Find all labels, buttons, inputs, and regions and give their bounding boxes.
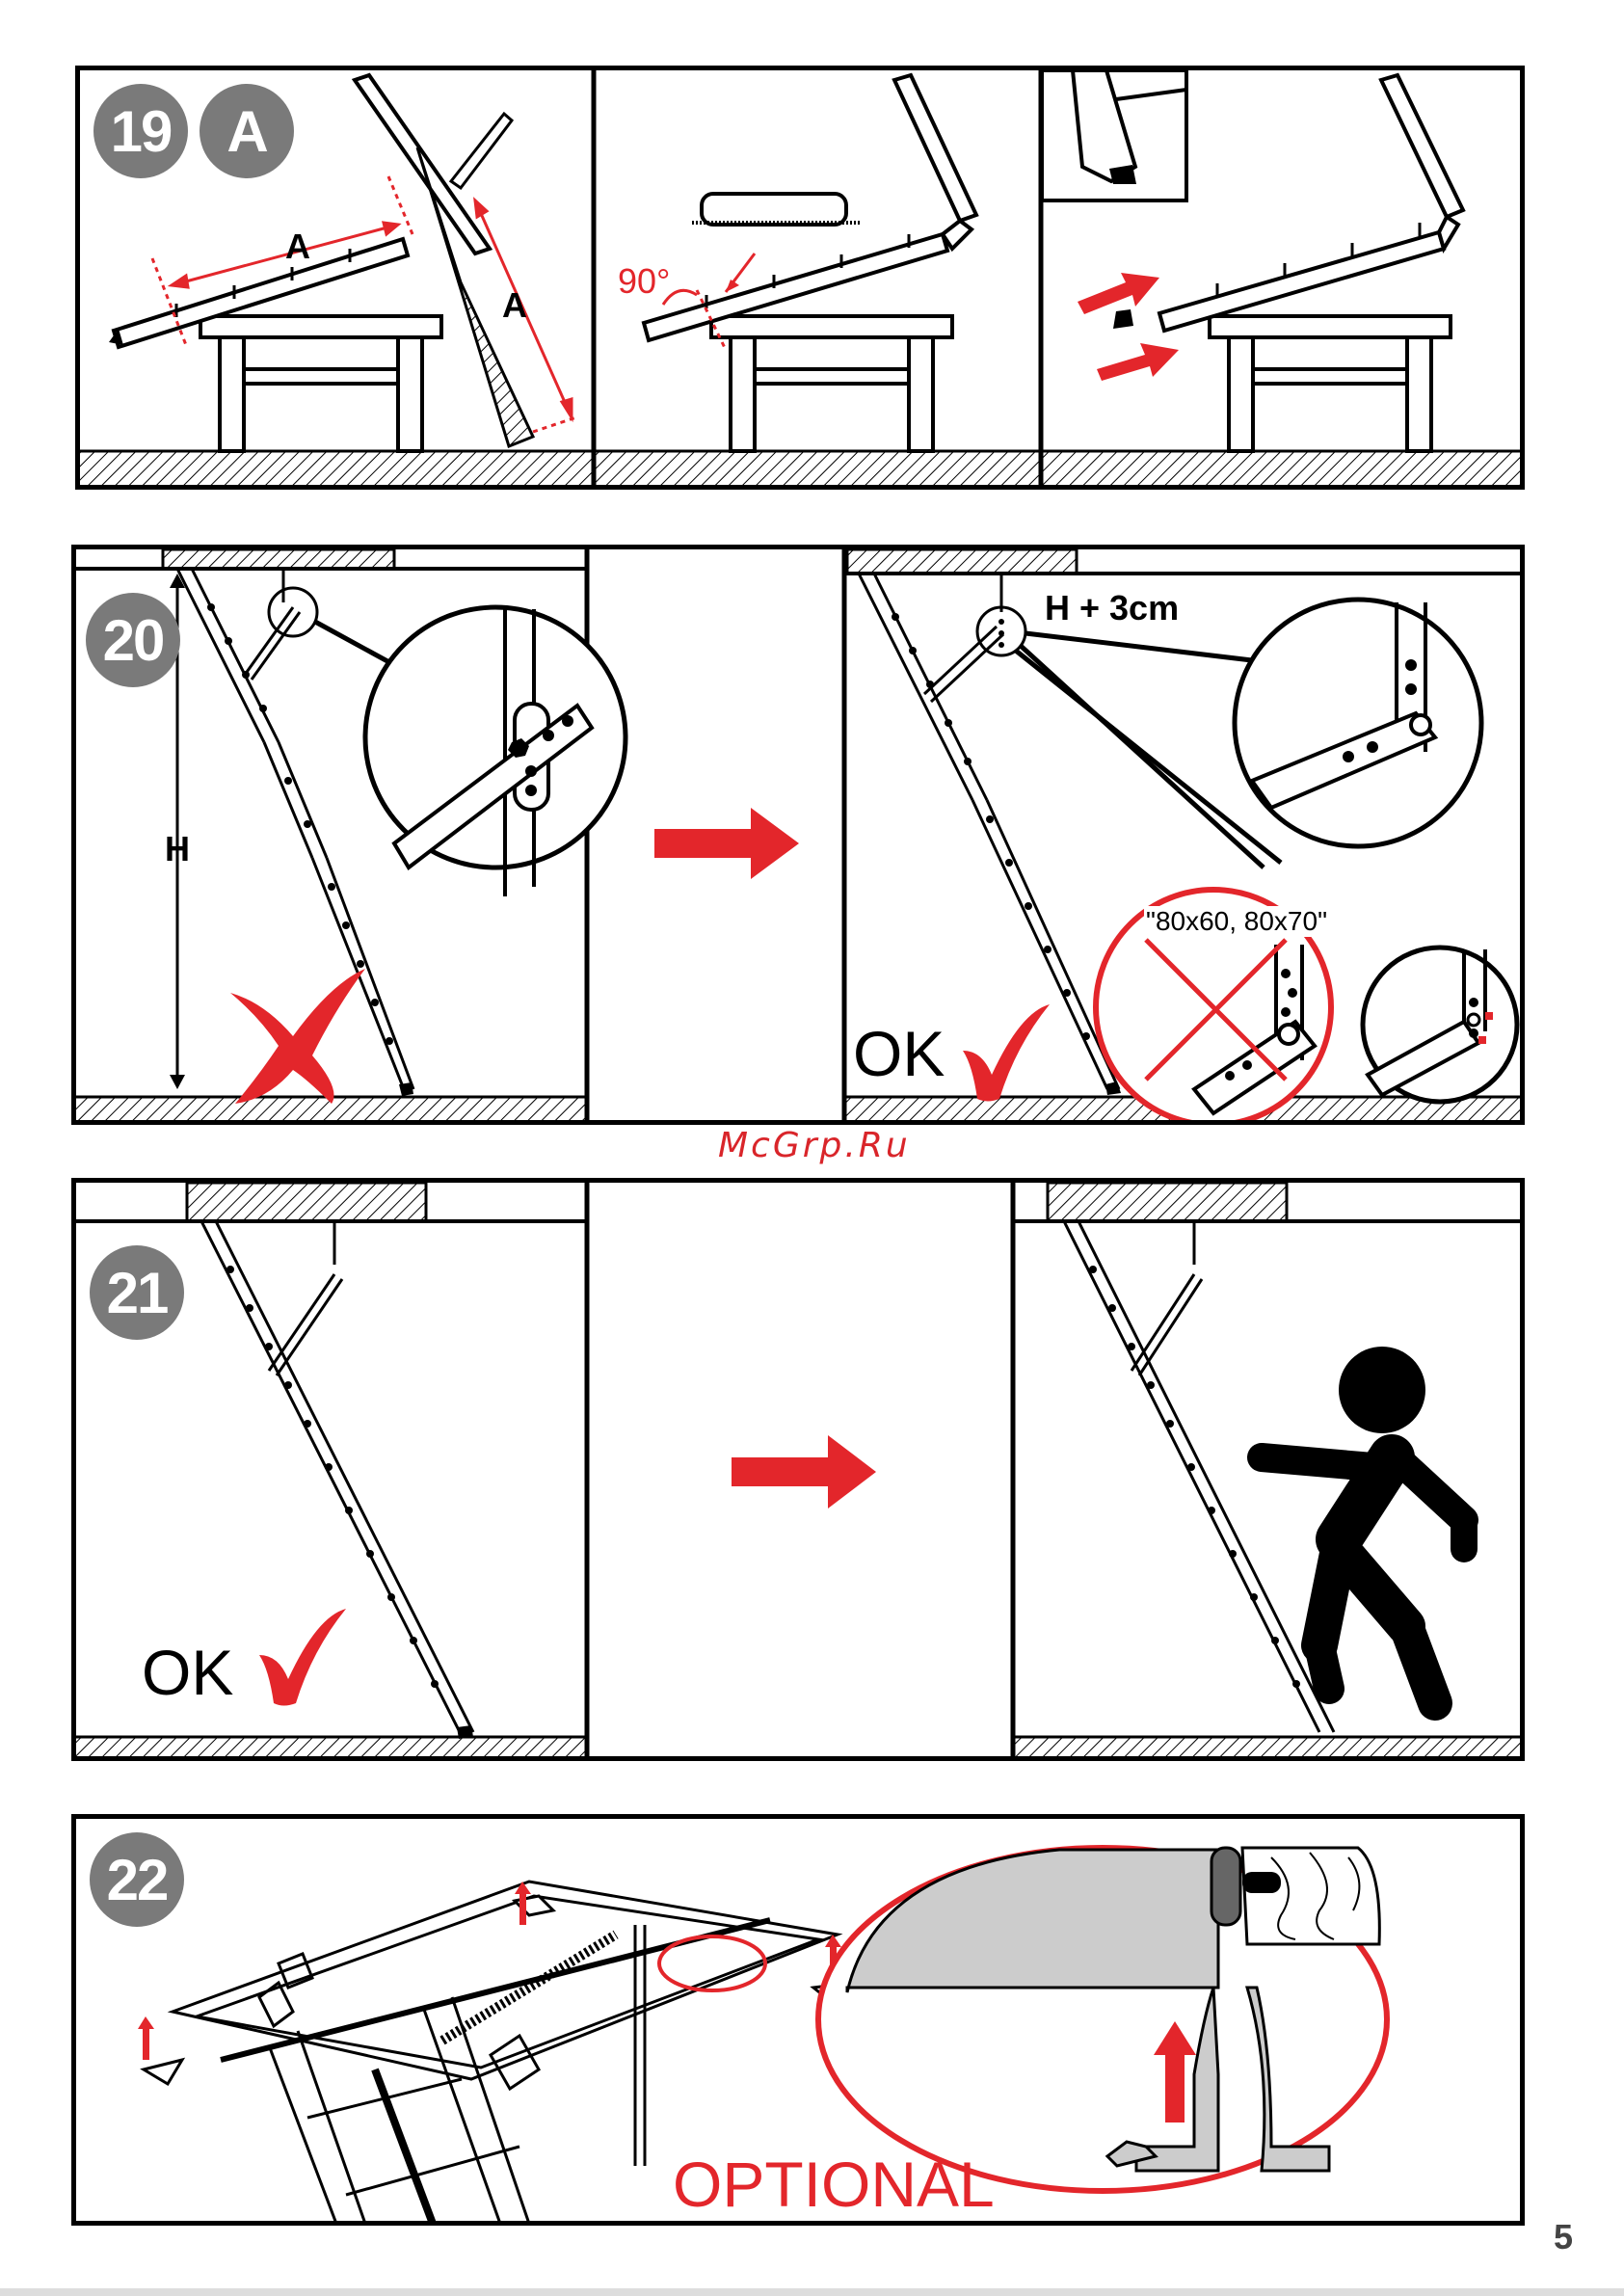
ladder-left (177, 569, 413, 1089)
step19-illustration (80, 70, 1525, 490)
step20-arrow (654, 808, 799, 879)
step21-panel: 21 OK (71, 1178, 1525, 1761)
optional-label: OPTIONAL (673, 2148, 995, 2221)
bottom-rule (0, 2288, 1624, 2296)
table-3 (1210, 316, 1451, 451)
step20-number-badge: 20 (86, 593, 180, 687)
step19-sub-badge: A (200, 84, 294, 178)
ok-check-20 (963, 1004, 1050, 1102)
step20-illustration (76, 549, 1525, 1125)
angle-label: 90° (618, 261, 670, 302)
table-2 (711, 316, 952, 451)
page-number: 5 (1554, 2217, 1573, 2257)
height-plus-label: H + 3cm (1045, 588, 1179, 628)
model-sizes-label: "80x60, 80x70" (1144, 906, 1329, 937)
step21-number-badge: 21 (90, 1245, 184, 1340)
ok-label-20: OK (853, 1017, 945, 1090)
ladder-21-right (1064, 1221, 1334, 1732)
watermark: McGrp.Ru (718, 1126, 911, 1165)
step19-number-badge: 19 (93, 84, 188, 178)
step21-illustration (76, 1183, 1525, 1761)
ok-label-21: OK (142, 1636, 233, 1709)
step21-arrow (732, 1435, 876, 1508)
step19-panel: 19 A A A 90° (75, 66, 1525, 490)
wrong-cross (230, 969, 365, 1104)
step22-number-badge: 22 (90, 1832, 184, 1927)
table-1 (200, 316, 441, 451)
dimension-a-horizontal: A (285, 227, 310, 267)
step20-panel: 20 H H + 3cm "80x60, 80x70" OK (71, 545, 1525, 1125)
dimension-a-diagonal: A (502, 285, 527, 326)
ladder-21-left (201, 1221, 473, 1732)
ok-check-21 (259, 1609, 346, 1706)
saw (692, 194, 861, 225)
height-label: H (165, 829, 190, 869)
